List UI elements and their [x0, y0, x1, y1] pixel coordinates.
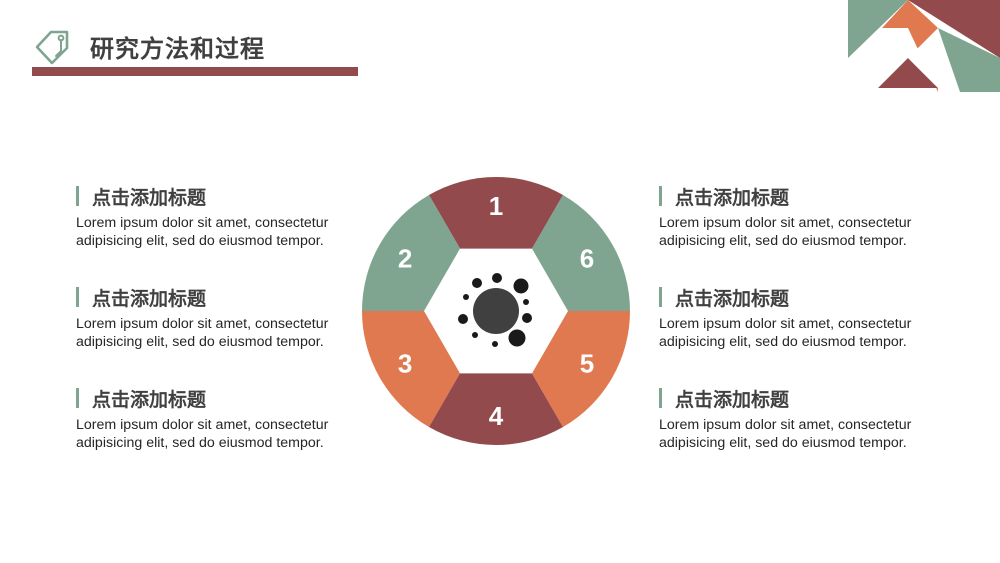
ring-segment-1: [429, 177, 563, 249]
six-segment-circle-diagram: 1 2 3 4 5 6: [362, 177, 630, 445]
segment-number: 1: [489, 191, 503, 221]
item-desc-line: Lorem ipsum dolor sit amet, consectetur: [659, 215, 912, 231]
left-item-3: 点击添加标题 Lorem ipsum dolor sit amet, conse…: [76, 386, 366, 452]
right-item-3: 点击添加标题 Lorem ipsum dolor sit amet, conse…: [659, 386, 949, 452]
item-title[interactable]: 点击添加标题: [675, 389, 790, 411]
item-description: Lorem ipsum dolor sit amet, consectetur …: [76, 214, 366, 250]
virus-icon: [458, 273, 532, 347]
item-desc-line: Lorem ipsum dolor sit amet, consectetur: [76, 316, 329, 332]
item-desc-line: adipisicing elit, sed do eiusmod tempor.: [659, 334, 907, 350]
accent-bar: [76, 287, 79, 307]
corner-triangles-decoration: [848, 0, 1000, 92]
accent-bar: [659, 186, 662, 206]
item-description: Lorem ipsum dolor sit amet, consectetur …: [76, 315, 366, 351]
tag-icon: [35, 30, 69, 65]
item-desc-line: Lorem ipsum dolor sit amet, consectetur: [76, 417, 329, 433]
left-item-2: 点击添加标题 Lorem ipsum dolor sit amet, conse…: [76, 285, 366, 351]
page-title: 研究方法和过程: [90, 36, 265, 63]
right-item-2: 点击添加标题 Lorem ipsum dolor sit amet, conse…: [659, 285, 949, 351]
segment-number: 6: [580, 244, 594, 274]
item-desc-line: adipisicing elit, sed do eiusmod tempor.: [76, 233, 324, 249]
accent-bar: [76, 388, 79, 408]
item-description: Lorem ipsum dolor sit amet, consectetur …: [659, 214, 949, 250]
right-item-1: 点击添加标题 Lorem ipsum dolor sit amet, conse…: [659, 184, 949, 250]
item-title[interactable]: 点击添加标题: [92, 187, 207, 209]
ring-segment-6: [532, 194, 630, 311]
item-desc-line: adipisicing elit, sed do eiusmod tempor.: [659, 233, 907, 249]
segment-number: 4: [489, 401, 504, 431]
item-desc-line: Lorem ipsum dolor sit amet, consectetur: [659, 316, 912, 332]
segment-number: 5: [580, 349, 594, 379]
accent-bar: [76, 186, 79, 206]
item-desc-line: Lorem ipsum dolor sit amet, consectetur: [659, 417, 912, 433]
item-title[interactable]: 点击添加标题: [92, 389, 207, 411]
ring-segment-3: [362, 311, 460, 428]
ring-segment-2: [362, 194, 460, 311]
title-underline-bar: [32, 67, 358, 76]
left-item-1: 点击添加标题 Lorem ipsum dolor sit amet, conse…: [76, 184, 366, 250]
item-desc-line: adipisicing elit, sed do eiusmod tempor.: [659, 435, 907, 451]
item-title[interactable]: 点击添加标题: [675, 288, 790, 310]
item-desc-line: adipisicing elit, sed do eiusmod tempor.: [76, 334, 324, 350]
item-description: Lorem ipsum dolor sit amet, consectetur …: [76, 416, 366, 452]
item-title[interactable]: 点击添加标题: [675, 187, 790, 209]
item-description: Lorem ipsum dolor sit amet, consectetur …: [659, 315, 949, 351]
item-desc-line: Lorem ipsum dolor sit amet, consectetur: [76, 215, 329, 231]
segment-number: 3: [398, 349, 412, 379]
ring-segment-4: [429, 373, 563, 445]
accent-bar: [659, 287, 662, 307]
item-desc-line: adipisicing elit, sed do eiusmod tempor.: [76, 435, 324, 451]
item-description: Lorem ipsum dolor sit amet, consectetur …: [659, 416, 949, 452]
segments: 1 2 3 4 5 6: [362, 177, 630, 445]
accent-bar: [659, 388, 662, 408]
item-title[interactable]: 点击添加标题: [92, 288, 207, 310]
ring-segment-5: [532, 311, 630, 428]
segment-number: 2: [398, 244, 412, 274]
